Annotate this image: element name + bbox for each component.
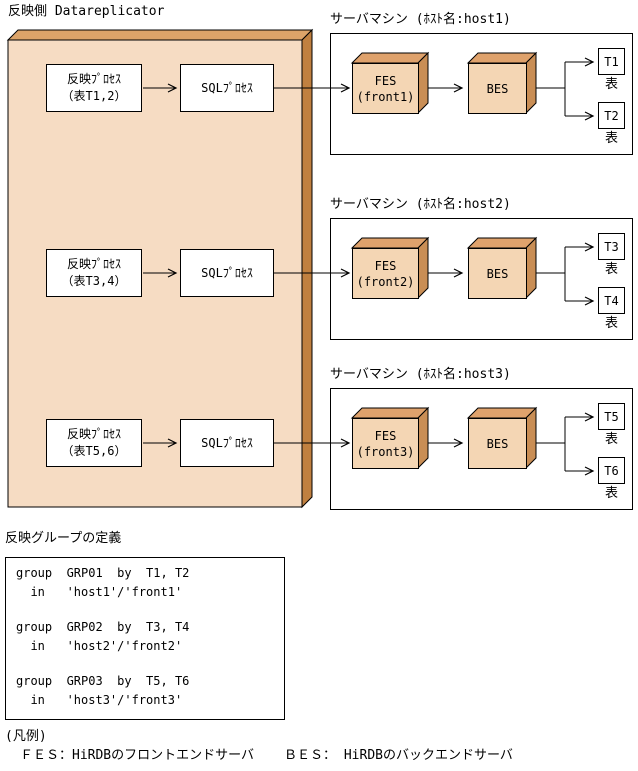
group-definition-line: group GRP01 by T1, T2: [16, 566, 190, 580]
group-definition-line: in 'host3'/'front3': [16, 693, 183, 707]
server-box-host2: [330, 218, 633, 340]
bes-label: BES: [486, 436, 509, 451]
table-caption-t4: 表: [604, 316, 618, 331]
legend-heading: (凡例): [5, 729, 47, 744]
legend-bes: ＢＥＳ： HiRDBのバックエンドサーバ: [284, 748, 513, 763]
legend-items: ＦＥＳ：HiRDBのフロントエンドサーバ ＢＥＳ： HiRDBのバックエンドサー…: [20, 748, 513, 764]
group-definition-line: in 'host1'/'front1': [16, 585, 183, 599]
bes-box-host2: BES: [468, 248, 527, 299]
replication-process-label: 反映ﾌﾟﾛｾｽ: [66, 427, 121, 441]
replication-process-label: 反映ﾌﾟﾛｾｽ: [66, 72, 121, 86]
slab-top-face: [6, 29, 314, 41]
group-definition-entry-2: group GRP02 by T3, T4 in 'host2'/'front2…: [16, 618, 189, 656]
fes-front-name: (front1): [356, 89, 415, 104]
group-definition-line: in 'host2'/'front2': [16, 639, 183, 653]
group-definition-entry-1: group GRP01 by T1, T2 in 'host1'/'front1…: [16, 564, 189, 602]
table-box-t3: T3: [598, 233, 625, 260]
sql-process-label: SQLﾌﾟﾛｾｽ: [201, 435, 253, 450]
sql-process-label: SQLﾌﾟﾛｾｽ: [201, 265, 253, 280]
bes-3d-host2: [466, 236, 538, 300]
connectors-row2: [143, 242, 595, 306]
bes-box-host1: BES: [468, 63, 527, 114]
fes-box-host3: FES (front3): [352, 418, 419, 469]
fes-front-name: (front2): [356, 274, 415, 289]
server-box-host1: [330, 33, 633, 155]
group-definition-entry-3: group GRP03 by T5, T6 in 'host3'/'front3…: [16, 672, 189, 710]
replication-process-tables: （表T5,6）: [61, 444, 127, 458]
table-box-t2: T2: [598, 102, 625, 129]
bes-label: BES: [486, 266, 509, 281]
fes-box-host2: FES (front2): [352, 248, 419, 299]
table-caption-t2: 表: [604, 131, 618, 146]
group-definition-box: [5, 557, 285, 720]
sql-process-box-2: SQLﾌﾟﾛｾｽ: [180, 249, 274, 297]
group-definition-entries: group GRP01 by T1, T2 in 'host1'/'front1…: [16, 564, 189, 726]
table-box-t4: T4: [598, 287, 625, 314]
group-definition-line: group GRP02 by T3, T4: [16, 620, 190, 634]
table-name: T2: [604, 108, 619, 123]
replication-process-box-3: 反映ﾌﾟﾛｾｽ （表T5,6）: [46, 419, 142, 467]
server-box-host3: [330, 388, 633, 510]
group-definition-heading: 反映グループの定義: [5, 531, 122, 546]
fes-front-name: (front3): [356, 444, 415, 459]
group-definition-line: group GRP03 by T5, T6: [16, 674, 190, 688]
bes-box-host3: BES: [468, 418, 527, 469]
connectors-row3: [143, 412, 595, 476]
bes-label: BES: [486, 81, 509, 96]
sql-process-box-3: SQLﾌﾟﾛｾｽ: [180, 419, 274, 467]
table-caption-t5: 表: [604, 432, 618, 447]
fes-box-host1: FES (front1): [352, 63, 419, 114]
connectors-row1: [143, 57, 595, 121]
table-caption-t3: 表: [604, 262, 618, 277]
server-label-host2: サーバマシン (ﾎｽﾄ名:host2): [330, 197, 511, 212]
legend-fes: ＦＥＳ：HiRDBのフロントエンドサーバ: [20, 748, 255, 763]
table-caption-t1: 表: [604, 77, 618, 92]
replication-process-tables: （表T1,2）: [61, 89, 127, 103]
table-name: T1: [604, 54, 619, 69]
server-label-host1: サーバマシン (ﾎｽﾄ名:host1): [330, 12, 511, 27]
fes-label: FES: [374, 428, 397, 443]
replication-process-label: 反映ﾌﾟﾛｾｽ: [66, 257, 121, 271]
table-name: T6: [604, 463, 619, 478]
slab-right-face: [301, 28, 313, 509]
sql-process-box-1: SQLﾌﾟﾛｾｽ: [180, 64, 274, 112]
fes-3d-host1: [350, 51, 430, 115]
page-title: 反映側 Datareplicator: [8, 4, 165, 19]
table-box-t5: T5: [598, 403, 625, 430]
server-label-host3: サーバマシン (ﾎｽﾄ名:host3): [330, 367, 511, 382]
table-box-t1: T1: [598, 48, 625, 75]
replication-process-box-2: 反映ﾌﾟﾛｾｽ （表T3,4）: [46, 249, 142, 297]
fes-label: FES: [374, 73, 397, 88]
replication-process-box-1: 反映ﾌﾟﾛｾｽ （表T1,2）: [46, 64, 142, 112]
table-caption-t6: 表: [604, 486, 618, 501]
table-name: T5: [604, 409, 619, 424]
sql-process-label: SQLﾌﾟﾛｾｽ: [201, 80, 253, 95]
table-box-t6: T6: [598, 457, 625, 484]
fes-label: FES: [374, 258, 397, 273]
replication-process-tables: （表T3,4）: [61, 274, 127, 288]
table-name: T4: [604, 293, 619, 308]
table-name: T3: [604, 239, 619, 254]
